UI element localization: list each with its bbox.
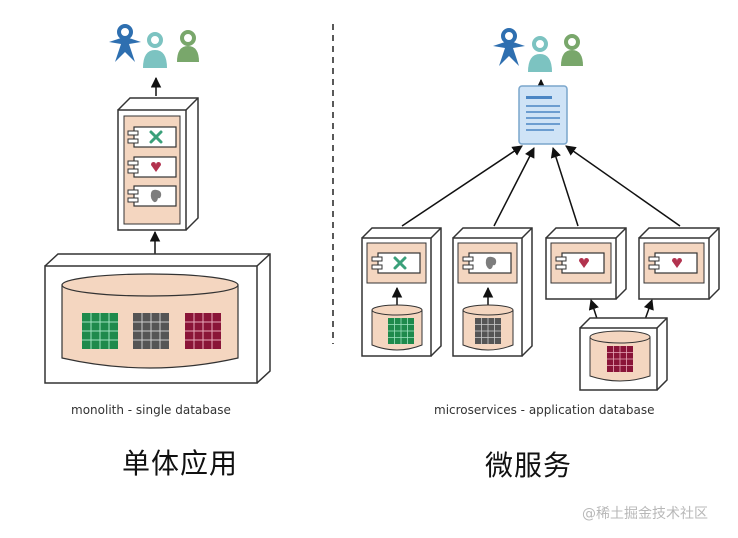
data-grid-red bbox=[606, 345, 634, 373]
data-grid-green bbox=[387, 317, 415, 345]
user-teal-icon bbox=[526, 36, 554, 74]
user-blue-icon bbox=[491, 28, 527, 68]
arrow-svc3 bbox=[550, 147, 579, 227]
user-green-icon bbox=[175, 30, 201, 64]
arrow-svc2 bbox=[493, 147, 535, 227]
data-grid-green bbox=[81, 312, 119, 350]
module bbox=[648, 252, 698, 274]
shared-database-box bbox=[579, 317, 668, 391]
data-grid-gray bbox=[132, 312, 170, 350]
monolith-heading: 单体应用 bbox=[122, 447, 239, 480]
data-grid-red bbox=[184, 312, 222, 350]
microservices-users bbox=[491, 28, 585, 74]
module-2 bbox=[127, 156, 177, 178]
document-icon bbox=[518, 85, 568, 145]
service-4 bbox=[638, 227, 720, 300]
data-grid-gray bbox=[474, 317, 502, 345]
watermark: @稀土掘金技术社区 bbox=[582, 506, 708, 522]
monolith-database-box bbox=[44, 253, 271, 384]
microservices-heading: 微服务 bbox=[485, 449, 573, 482]
service-2 bbox=[452, 227, 533, 357]
module-1 bbox=[127, 126, 177, 148]
monolith-users bbox=[107, 24, 201, 70]
monolith-app-box bbox=[117, 97, 199, 231]
module bbox=[371, 252, 421, 274]
service-3 bbox=[545, 227, 627, 300]
module bbox=[555, 252, 605, 274]
user-teal-icon bbox=[141, 32, 169, 70]
arrow-svc4 bbox=[565, 145, 681, 227]
monolith-caption: monolith - single database bbox=[71, 403, 231, 417]
user-green-icon bbox=[559, 34, 585, 68]
service-1 bbox=[361, 227, 442, 357]
arrow-svc1 bbox=[401, 145, 523, 227]
microservices-caption: microservices - application database bbox=[434, 403, 655, 417]
user-blue-icon bbox=[107, 24, 143, 64]
